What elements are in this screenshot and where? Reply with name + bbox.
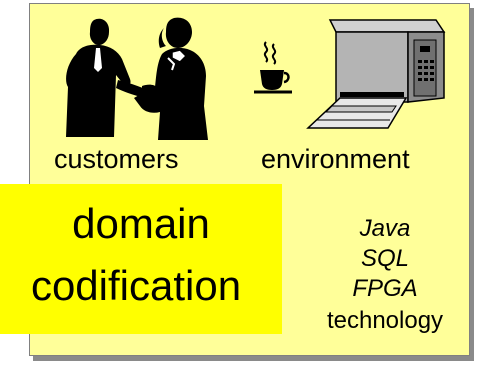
printer-icon <box>306 19 446 129</box>
technology-list: Java SQL FPGA technology <box>300 214 470 338</box>
tech-item-sql: SQL <box>360 245 410 272</box>
codification-text: codification <box>30 262 242 309</box>
environment-label: environment <box>261 144 410 174</box>
technology-label: technology <box>326 307 444 334</box>
handshake-icon <box>66 17 208 141</box>
coffee-cup-icon <box>254 41 292 94</box>
domain-text: domain <box>72 200 210 247</box>
tech-item-fpga: FPGA <box>352 275 418 302</box>
customers-label: customers <box>54 144 179 174</box>
tech-item-java: Java <box>359 215 411 242</box>
domain-codification-box <box>0 184 282 334</box>
